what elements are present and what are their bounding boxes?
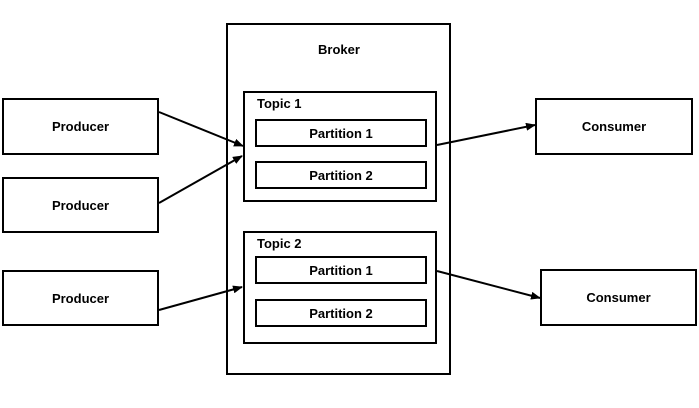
- arrow-producer1-topic1: [158, 111, 244, 147]
- topic-box-1: Topic 1 Partition 1 Partition 2: [243, 91, 437, 202]
- producer-box-2: Producer: [2, 177, 159, 233]
- consumer-label: Consumer: [581, 119, 647, 134]
- partition-label: Partition 1: [309, 125, 373, 141]
- partition-box: Partition 1: [255, 256, 427, 284]
- broker-label: Broker: [318, 42, 360, 57]
- partition-label: Partition 2: [309, 305, 373, 321]
- partition-label: Partition 1: [309, 262, 373, 278]
- partition-label: Partition 2: [309, 167, 373, 183]
- arrow-producer2-topic1: [158, 155, 243, 204]
- partition-box: Partition 1: [255, 119, 427, 147]
- consumer-label: Consumer: [586, 290, 651, 305]
- arrow-producer3-topic2: [158, 285, 243, 311]
- producer-label: Producer: [51, 197, 110, 213]
- topic-label: Topic 1: [257, 96, 302, 111]
- partition-box: Partition 2: [255, 299, 427, 327]
- producer-box-1: Producer: [2, 98, 159, 155]
- broker-container: Broker Topic 1 Partition 1 Partition 2 T…: [226, 23, 451, 375]
- consumer-box-1: Consumer: [535, 98, 693, 155]
- topic-box-2: Topic 2 Partition 1 Partition 2: [243, 231, 437, 344]
- consumer-box-2: Consumer: [540, 269, 697, 326]
- arrow-topic1-consumer1: [436, 122, 536, 146]
- topic-label: Topic 2: [257, 236, 302, 251]
- producer-label: Producer: [51, 290, 110, 306]
- producer-box-3: Producer: [2, 270, 159, 326]
- arrow-topic2-consumer2: [436, 270, 541, 300]
- producer-label: Producer: [51, 119, 110, 134]
- partition-box: Partition 2: [255, 161, 427, 189]
